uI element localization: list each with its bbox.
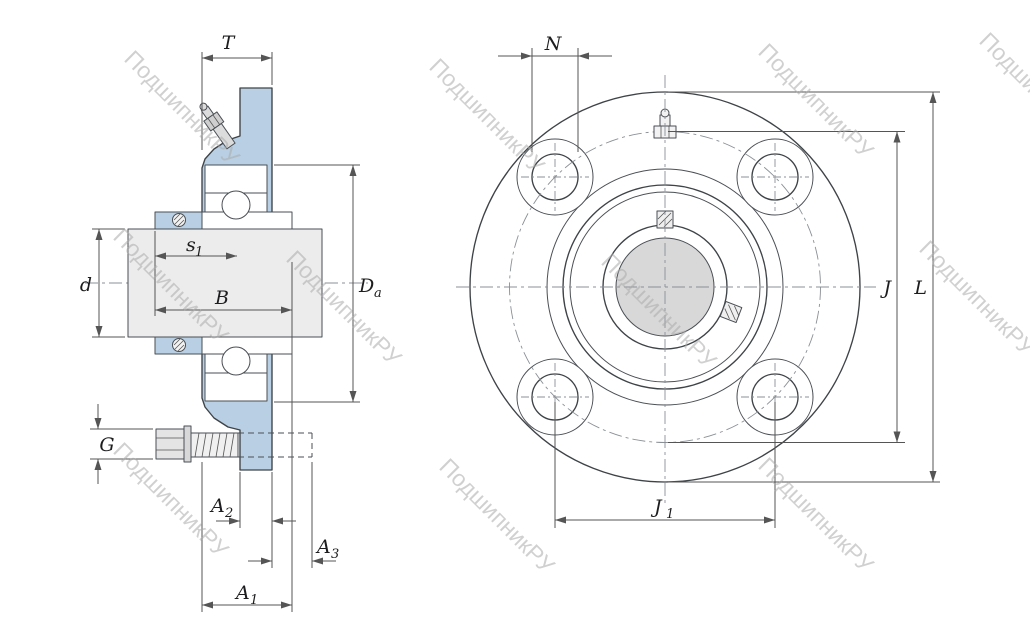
- watermark-text: ПодшипникРУ: [974, 27, 1030, 152]
- watermark-text: ПодшипникРУ: [424, 53, 549, 178]
- bearing-ball-top: [221, 190, 251, 220]
- bolt-washer: [183, 425, 192, 463]
- dim-label-s1-sub: 1: [195, 245, 203, 260]
- collar-set-screw-top: [172, 213, 186, 227]
- set-screw-side: [719, 300, 743, 324]
- watermark-text: ПодшипникРУ: [753, 452, 878, 577]
- dim-label-d: d: [80, 274, 92, 296]
- dim-label-A2-sub: 2: [224, 506, 233, 521]
- bolt-holes: [516, 138, 814, 436]
- dim-label-A1-sub: 1: [250, 593, 258, 608]
- grease-fitting-icon: [199, 102, 236, 150]
- dim-label-T: T: [222, 32, 236, 54]
- watermark-text: ПодшипникРУ: [914, 235, 1030, 360]
- dim-label-G: G: [99, 434, 114, 456]
- front-view: N J L J 1: [456, 33, 940, 528]
- inner-ring-top: [201, 211, 293, 230]
- front-dimensions: [498, 48, 940, 528]
- dim-label-A3: A: [315, 536, 331, 558]
- section-dimensions: [90, 52, 360, 612]
- dim-label-L: L: [913, 277, 927, 299]
- section-view: T d s 1 B D a G A 2 A 3 A 1: [80, 32, 382, 612]
- dim-label-N: N: [544, 33, 563, 55]
- dim-label-B: B: [214, 287, 229, 309]
- dim-label-A3-sub: 3: [331, 547, 339, 562]
- watermark-text: ПодшипникРУ: [119, 45, 244, 170]
- bearing-ball-bottom: [221, 346, 251, 376]
- dim-label-Da: D: [358, 275, 374, 297]
- bolt-hex-head: [155, 428, 185, 460]
- dim-label-J: J: [879, 277, 892, 299]
- dim-label-A1: A: [234, 582, 250, 604]
- dim-label-Da-sub: a: [374, 286, 382, 301]
- dim-label-s1: s: [186, 234, 196, 256]
- watermark-text: ПодшипникРУ: [434, 453, 559, 578]
- hole-centermarks: [521, 143, 809, 431]
- dim-label-J1-sub: 1: [666, 507, 674, 522]
- dim-label-J1: J: [650, 496, 663, 518]
- dim-label-A2: A: [209, 495, 225, 517]
- flange-bolt: [155, 425, 313, 463]
- collar-set-screw-bottom: [172, 338, 186, 352]
- bolt-threaded-shank: [190, 432, 239, 458]
